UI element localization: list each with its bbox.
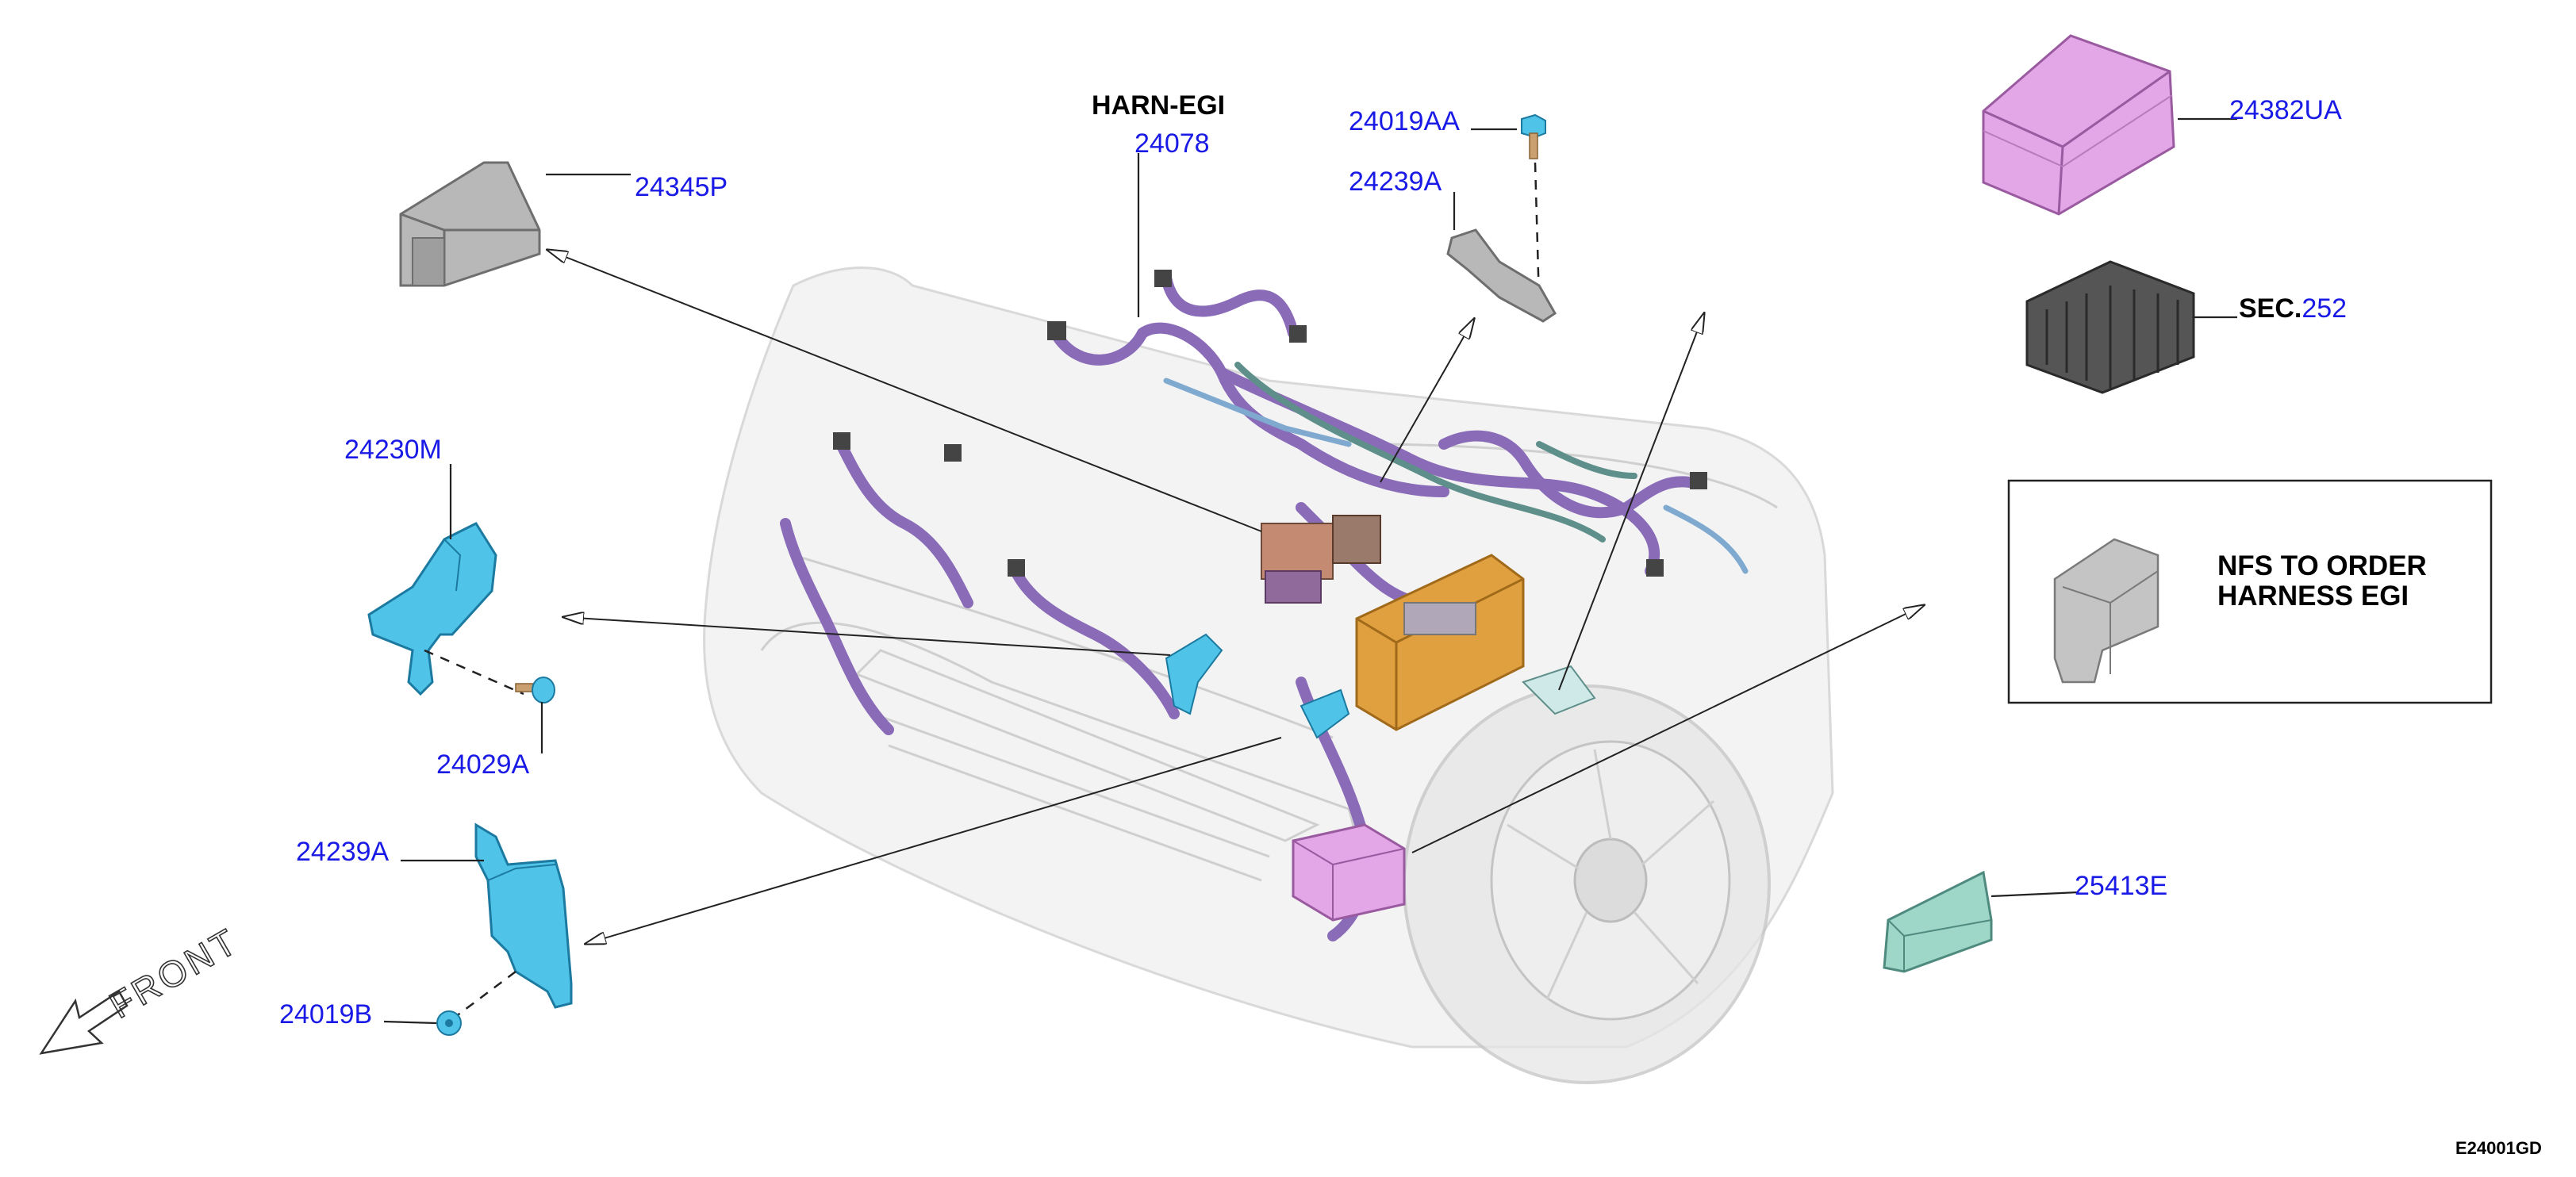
label-25413e: 25413E xyxy=(2075,871,2167,901)
nfs-note-box: NFS TO ORDER HARNESS EGI xyxy=(2007,479,2493,704)
part-24230m-bracket xyxy=(367,522,497,696)
label-sec-prefix: SEC. xyxy=(2239,293,2302,324)
ecm-bracket-orange xyxy=(1355,554,1525,731)
label-24078: 24078 xyxy=(1134,128,1210,159)
label-sec-number: 252 xyxy=(2302,293,2347,324)
part-25413e-module xyxy=(1883,870,1993,973)
part-24239a-top-bracket xyxy=(1446,228,1557,323)
label-24019b: 24019B xyxy=(279,999,372,1029)
label-24230m: 24230M xyxy=(344,435,442,465)
label-24345p: 24345P xyxy=(635,172,727,202)
drawing-code: E24001GD xyxy=(2455,1138,2542,1158)
front-label: FRONT xyxy=(102,919,246,1026)
label-24382ua: 24382UA xyxy=(2229,95,2342,125)
front-tire xyxy=(1403,684,1771,1084)
part-24019aa-bolt xyxy=(1521,113,1546,159)
fuse-box-lower-pink xyxy=(1292,823,1406,922)
part-24239a-bottom-bracket xyxy=(474,822,573,1009)
part-24345p-cover xyxy=(399,161,541,287)
leader-lines xyxy=(383,117,2237,1025)
label-24239a-top: 24239A xyxy=(1349,167,1442,197)
label-24029a: 24029A xyxy=(436,750,530,780)
part-24029a-bolt xyxy=(515,677,555,704)
part-24019b-nut xyxy=(436,1010,462,1036)
nfs-note-line2: HARNESS EGI xyxy=(2217,581,2409,612)
front-direction-indicator: FRONT xyxy=(39,919,246,1055)
part-24382ua-fuse-box xyxy=(1982,34,2175,216)
label-sec-252: SEC.252 xyxy=(2239,293,2347,324)
relay-block-center xyxy=(1261,515,1381,604)
label-24019aa: 24019AA xyxy=(1349,106,1460,136)
part-sec-252-relay-block xyxy=(2025,260,2195,394)
callout-arrows xyxy=(547,250,1924,944)
label-24239a-bottom: 24239A xyxy=(296,837,390,867)
label-harn-egi: HARN-EGI xyxy=(1092,90,1225,121)
nfs-note-line1: NFS TO ORDER xyxy=(2217,550,2427,581)
